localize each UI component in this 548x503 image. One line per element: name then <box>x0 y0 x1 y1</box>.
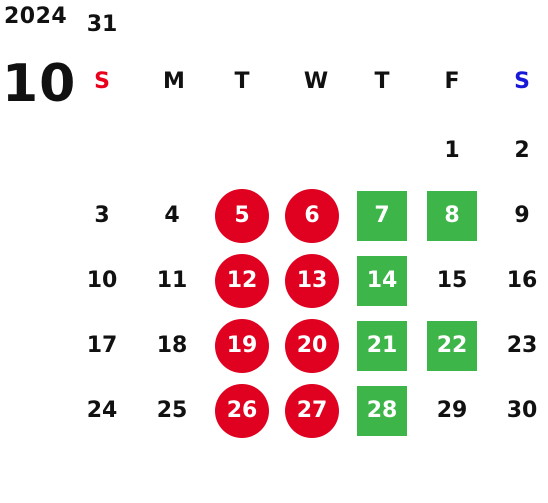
day-15: 15 <box>436 268 468 293</box>
day-10: 10 <box>86 268 118 293</box>
day-18: 18 <box>156 333 188 358</box>
day-31: 31 <box>86 12 118 37</box>
day-9: 9 <box>514 203 530 228</box>
day-28: 28 <box>357 386 407 436</box>
day-11: 11 <box>156 268 188 293</box>
day-6: 6 <box>285 189 339 243</box>
weekday-sun: S <box>94 69 110 94</box>
day-16: 16 <box>506 268 538 293</box>
day-2: 2 <box>514 138 530 163</box>
day-13: 13 <box>285 254 339 308</box>
day-12: 12 <box>215 254 269 308</box>
day-7: 7 <box>357 191 407 241</box>
day-3: 3 <box>94 203 110 228</box>
day-29: 29 <box>436 398 468 423</box>
weekday-fri: F <box>444 69 460 94</box>
weekday-sat: S <box>514 69 530 94</box>
weekday-wed: W <box>303 69 329 94</box>
day-27: 27 <box>285 384 339 438</box>
day-19: 19 <box>215 319 269 373</box>
day-1: 1 <box>444 138 460 163</box>
calendar-month: 10 <box>2 54 77 114</box>
calendar-year: 2024 <box>4 4 68 29</box>
day-21: 21 <box>357 321 407 371</box>
day-8: 8 <box>427 191 477 241</box>
day-25: 25 <box>156 398 188 423</box>
day-20: 20 <box>285 319 339 373</box>
day-30: 30 <box>506 398 538 423</box>
day-14: 14 <box>357 256 407 306</box>
day-23: 23 <box>506 333 538 358</box>
day-24: 24 <box>86 398 118 423</box>
day-17: 17 <box>86 333 118 358</box>
day-5: 5 <box>215 189 269 243</box>
weekday-tue: T <box>234 69 250 94</box>
weekday-mon: M <box>163 69 185 94</box>
day-4: 4 <box>164 203 180 228</box>
weekday-thu: T <box>374 69 390 94</box>
day-22: 22 <box>427 321 477 371</box>
day-26: 26 <box>215 384 269 438</box>
